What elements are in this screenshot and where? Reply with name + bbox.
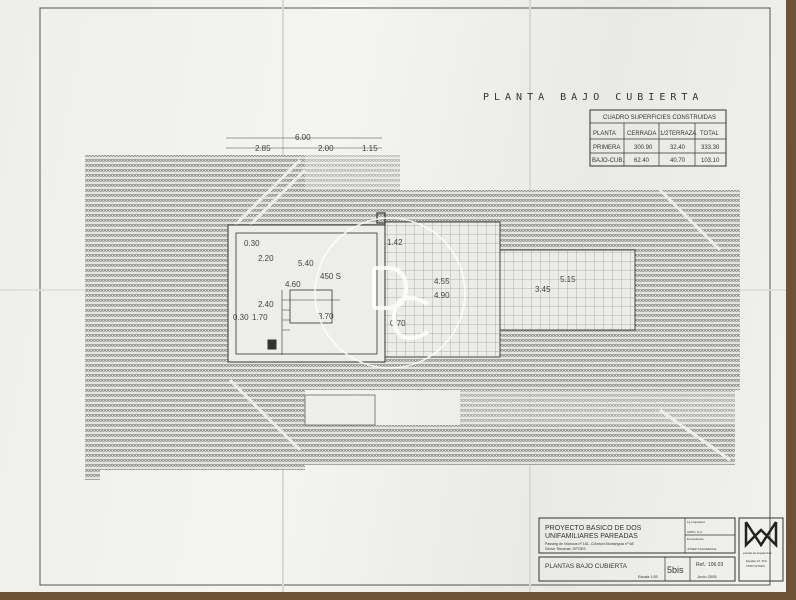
sheet-title: PLANTAS BAJO CUBIERTA: [545, 563, 628, 570]
dim-label: 5.15: [560, 275, 576, 284]
dim-label: 1.42: [387, 238, 403, 247]
owner-label: La propiedad: [687, 520, 705, 524]
table-header: CERRADA: [627, 131, 656, 137]
studio-line2: Espalter 10, Pral.: [746, 559, 768, 563]
table-cell: 300.90: [634, 145, 653, 151]
table-title: CUADRO SUPERFICIES CONSTRUIDAS: [603, 115, 716, 121]
project-line1: PROYECTO BASICO DE DOS: [545, 525, 642, 532]
address-line1: Passeig de Vilanova nº 181, C/Antoni Mun…: [545, 542, 633, 546]
dim-label: 3.70: [318, 312, 334, 321]
sheet-number: 5bis: [667, 565, 684, 575]
dim-label: 5.40: [298, 259, 314, 268]
title-block: PROYECTO BASICO DE DOS UNIFAMILIARES PAR…: [538, 517, 784, 582]
surface-table: CUADRO SUPERFICIES CONSTRUIDAS PLANTA CE…: [589, 109, 727, 167]
table-cell: BAJO-CUB.: [592, 158, 624, 164]
dim-label: 0.30: [244, 239, 260, 248]
studio-line3: 07003 SITGES: [746, 564, 765, 568]
dim-label: 4.55: [434, 277, 450, 286]
studio-logo: [744, 521, 778, 549]
table-cell: 333.30: [701, 145, 720, 151]
dim-label: 4.90: [434, 291, 450, 300]
reference: Ref.: 106.03: [696, 562, 723, 568]
dim-label: 2.00: [318, 144, 334, 153]
table-cell: 32.40: [670, 145, 686, 151]
room-walls: [227, 212, 386, 363]
table-header: 1/2TERRAZA: [660, 131, 696, 137]
studio-line1: estudio de arquitectura: [743, 551, 772, 555]
watermark-logo: [314, 217, 466, 369]
table-header: PLANTA: [593, 131, 616, 137]
terrace-grid: [499, 249, 636, 331]
dim-label: 1.15: [362, 144, 378, 153]
project-line2: UNIFAMILIARES PAREADAS: [545, 533, 638, 540]
table-cell: 103.10: [701, 158, 720, 164]
dim-label: 2.40: [258, 300, 274, 309]
dim-label: 3.45: [535, 285, 551, 294]
frame-border: [39, 7, 771, 586]
address-line2: Sector Terramar, SITGES: [545, 547, 586, 551]
table-header: TOTAL: [700, 131, 719, 137]
area-label: 450 S: [320, 272, 341, 281]
table-cell: 40.70: [670, 158, 686, 164]
architect-label: El Arquitecto: [687, 537, 704, 541]
plan-title: PLANTA BAJO CUBIERTA: [483, 92, 703, 103]
dim-label: 6.00: [295, 133, 311, 142]
dimension-lines: [226, 137, 382, 149]
dim-label: 2.85: [255, 144, 271, 153]
architect-value: JOSEP CASADEVALL: [687, 547, 717, 551]
dim-label: 2.20: [258, 254, 274, 263]
owner-value: APRO, S.A.: [687, 530, 703, 534]
dim-label: 0.70: [390, 319, 406, 328]
date: Junio 2005: [697, 574, 717, 579]
scale: Escala 1:50: [638, 575, 658, 579]
table-cell: 62.40: [634, 158, 650, 164]
dim-label: 4.60: [285, 280, 301, 289]
dim-label: 0.30: [233, 313, 249, 322]
dim-label: 1.70: [252, 313, 268, 322]
table-cell: PRIMERA: [593, 145, 620, 151]
